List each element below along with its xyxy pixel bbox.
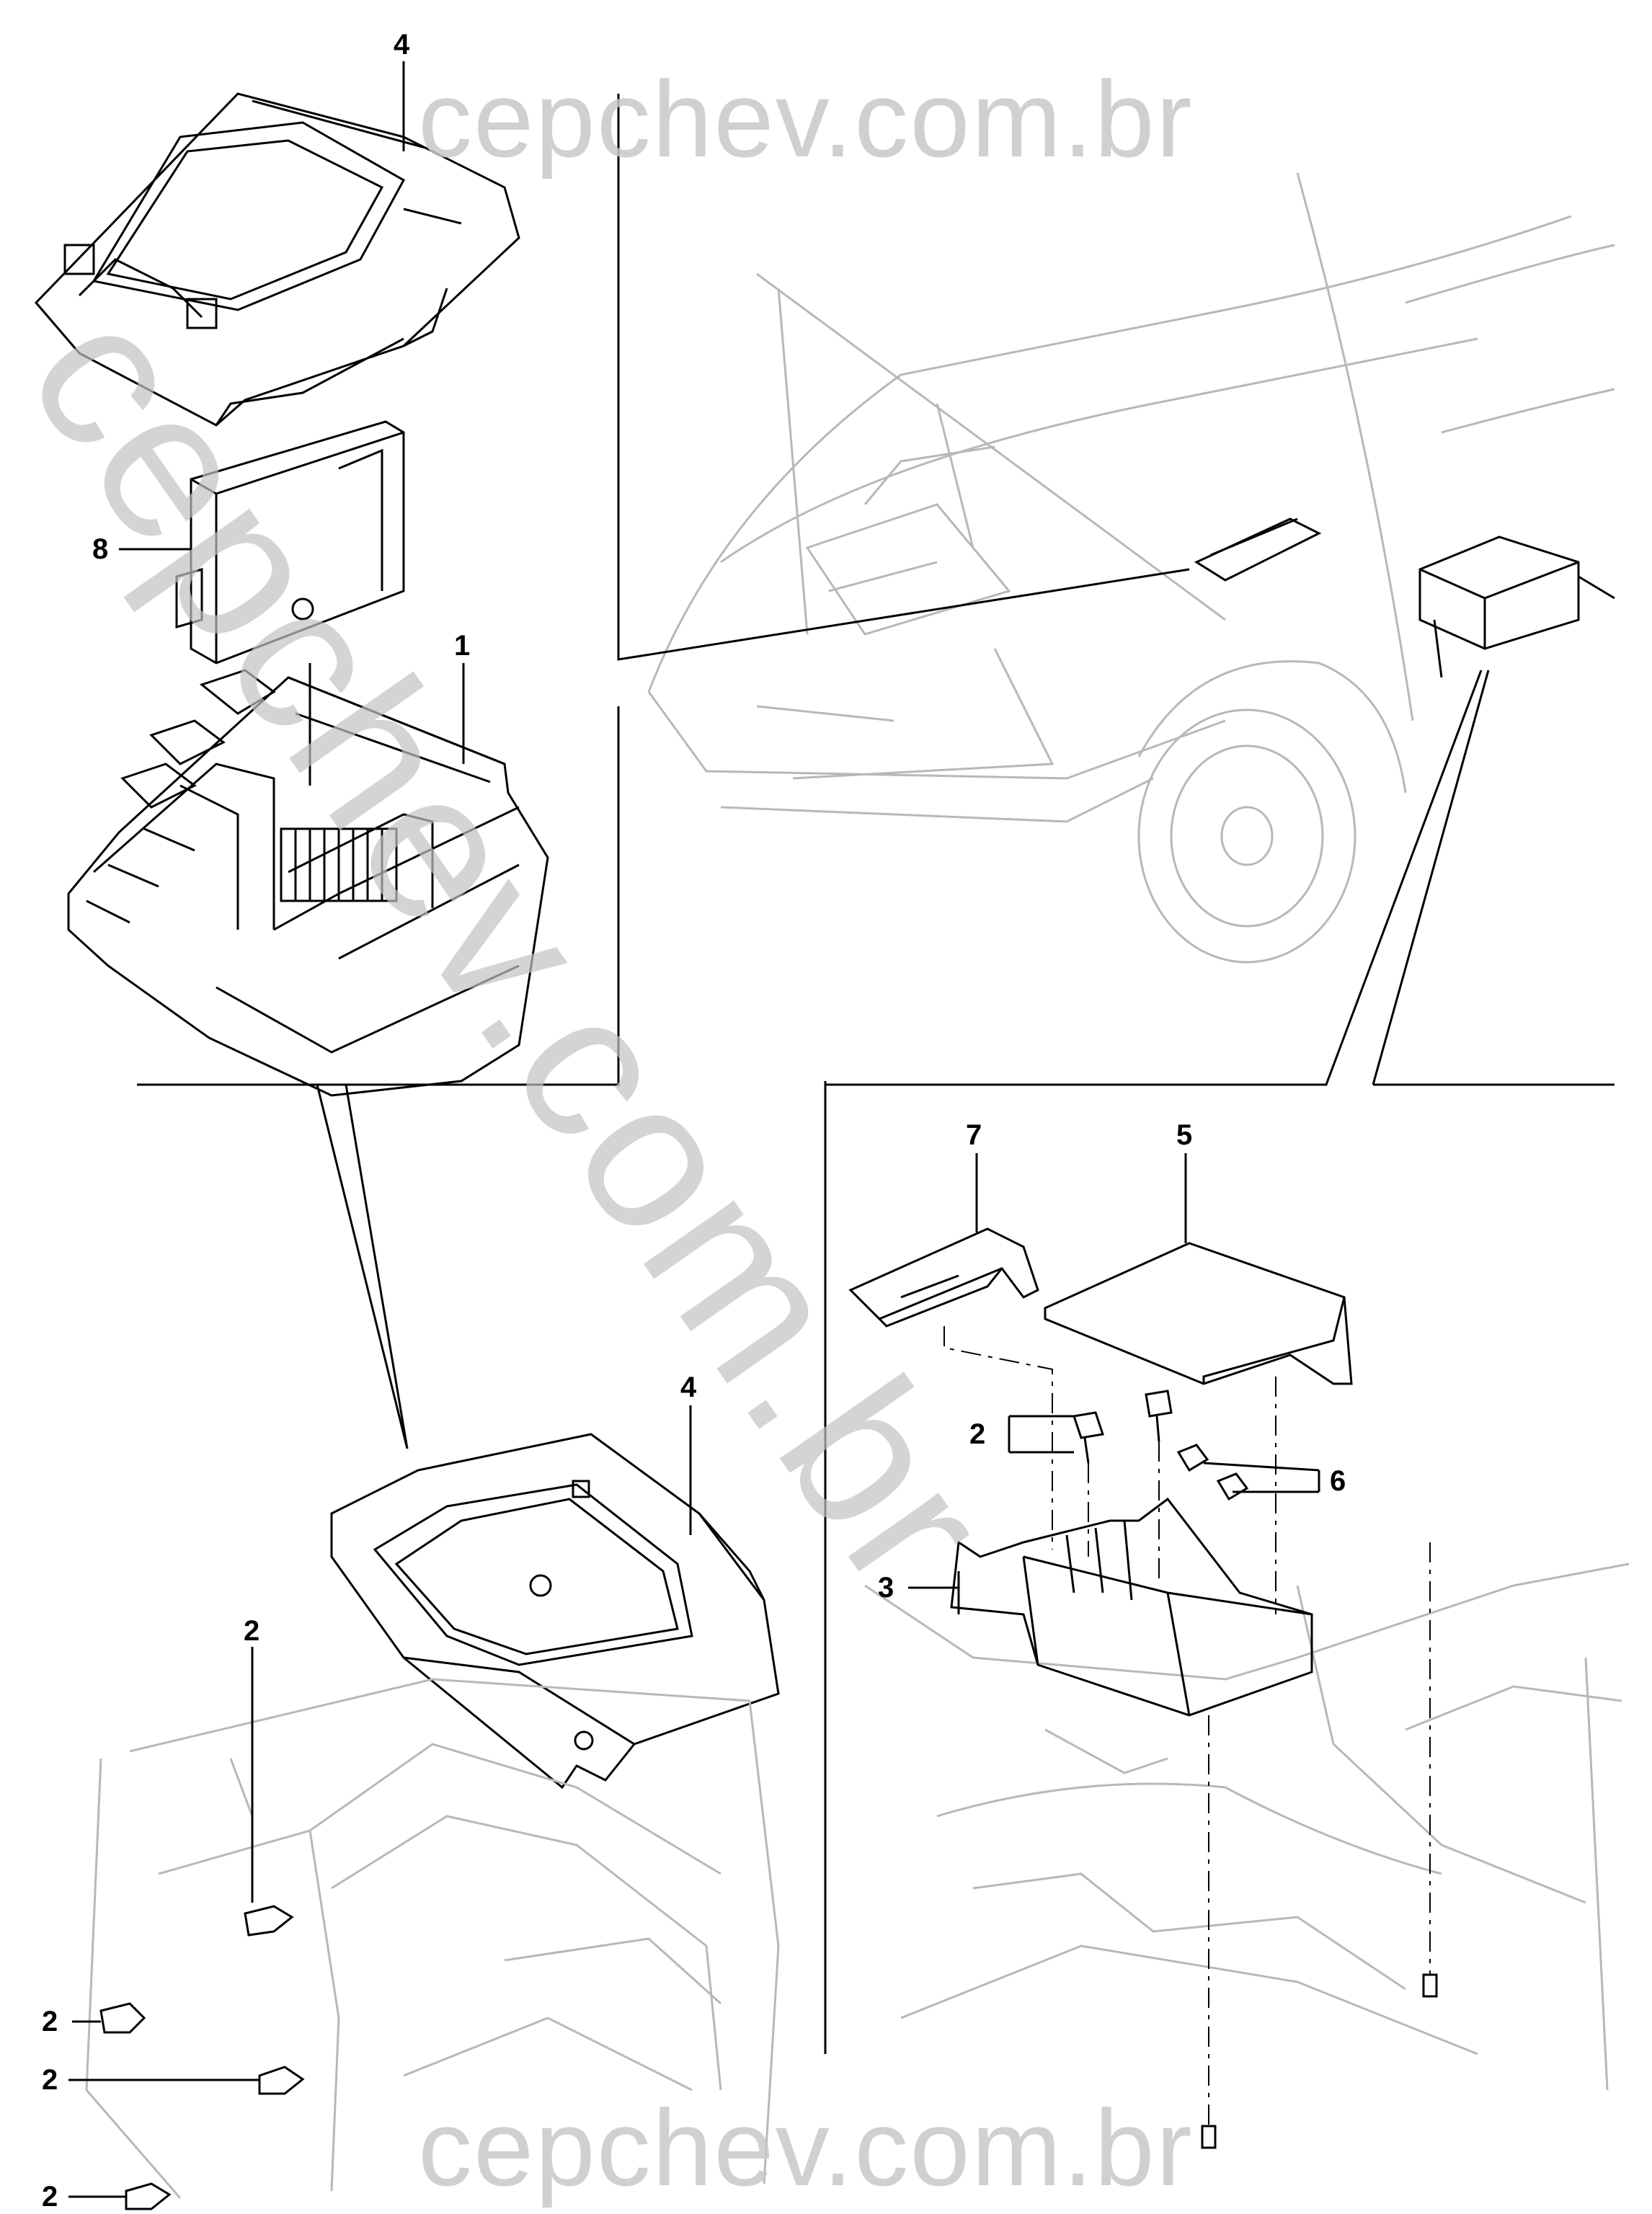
watermark-bottom: cepchev.com.br [418, 2087, 1194, 2208]
inset-frames [137, 94, 1615, 2054]
underhood-background-right [864, 1562, 1630, 2091]
module-location-marker [1194, 517, 1322, 582]
callout-4-middle: 4 [680, 1371, 697, 1403]
part-1-fuse-relay-box [67, 663, 549, 1097]
assembly-center-lines [943, 1326, 1431, 2126]
callout-2-c: 2 [42, 2064, 58, 2096]
part-4-cover-middle [330, 1433, 780, 1790]
callout-8: 8 [92, 533, 109, 565]
callout-6: 6 [1330, 1465, 1346, 1497]
callout-2-b: 2 [42, 2006, 58, 2037]
underhood-background-left [85, 1678, 780, 2199]
callout-2-d: 2 [42, 2181, 58, 2213]
callout-7: 7 [966, 1119, 982, 1151]
callout-leaders [68, 61, 1320, 2198]
part-7-bracket [848, 1227, 1039, 1328]
module-detail-right [1418, 535, 1615, 678]
callout-1: 1 [454, 630, 471, 662]
vehicle-front-background [647, 172, 1615, 964]
watermark-top: cepchev.com.br [418, 58, 1194, 179]
callout-4-top: 4 [394, 29, 410, 61]
part-3-housing [950, 1497, 1313, 1717]
callout-5: 5 [1176, 1119, 1193, 1151]
part-4-cover-top [34, 92, 520, 427]
part-5-cover-plate [1044, 1242, 1353, 1385]
callout-3: 3 [878, 1572, 894, 1604]
fasteners [99, 1390, 1438, 2210]
callout-2-e: 2 [969, 1418, 986, 1450]
part-8-control-module [175, 420, 405, 664]
callout-2-a: 2 [244, 1615, 260, 1647]
